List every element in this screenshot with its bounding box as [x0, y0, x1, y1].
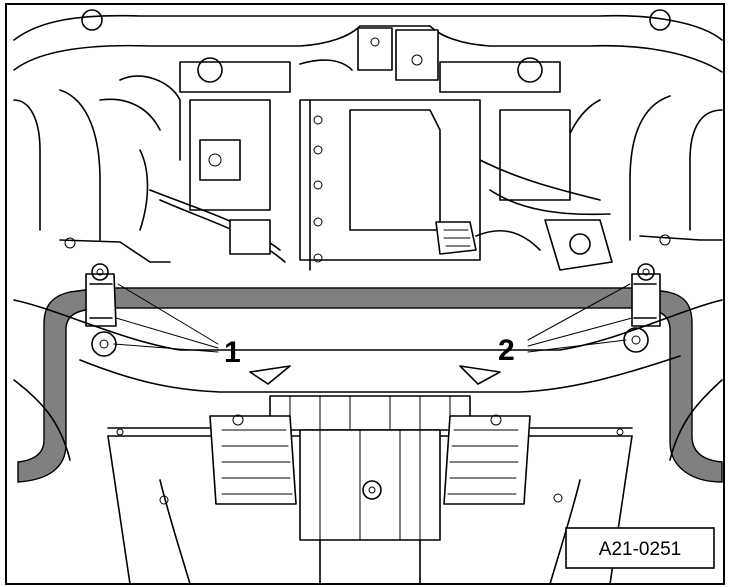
stabilizer-bar: [17, 287, 723, 483]
left-engine-bay-detail: [13, 75, 286, 263]
callout-2-label: 2: [498, 334, 515, 367]
callout-2-leader-lines: [527, 283, 633, 353]
upper-subframe: [13, 9, 723, 93]
right-engine-bay-detail: [479, 95, 723, 271]
figure-id-box: [565, 527, 715, 569]
callout-1-leader-lines: [113, 283, 219, 353]
left-bushing-clamp: [85, 263, 117, 357]
final-drive-housing: [159, 395, 581, 585]
lower-subframe: [13, 299, 723, 585]
figure-id-label: A21-0251: [599, 539, 681, 560]
engine-center-detail: [299, 99, 541, 271]
callout-1-label: 1: [224, 336, 241, 369]
